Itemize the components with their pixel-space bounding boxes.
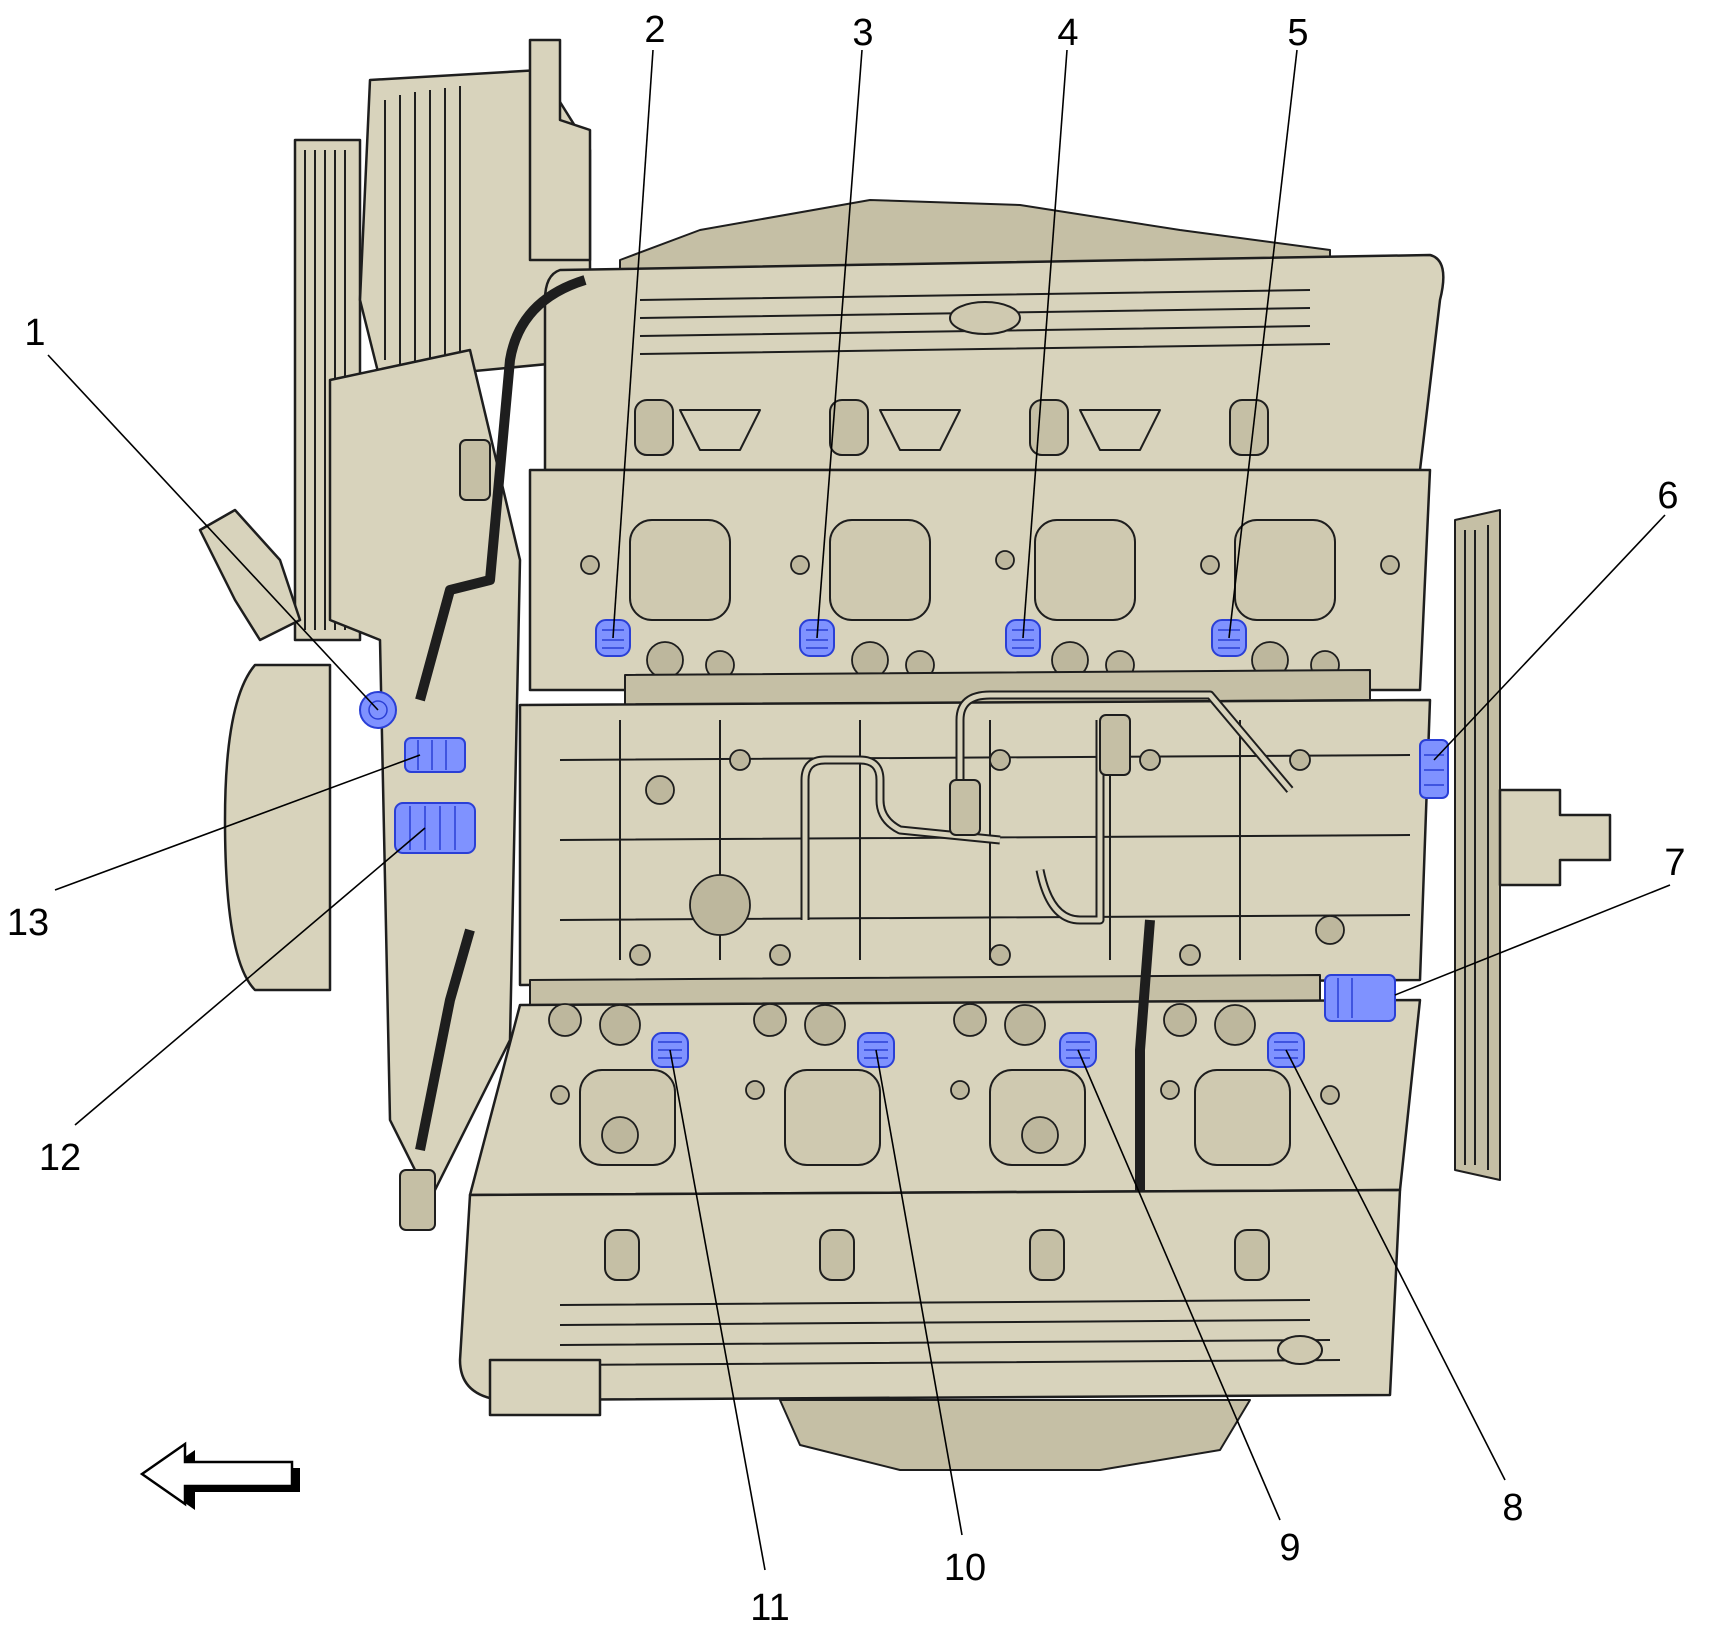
upper-cylinder-head [528, 468, 1432, 692]
component-12 [394, 802, 476, 854]
component-13 [404, 737, 466, 773]
component-7 [1324, 974, 1396, 1022]
callout-5: 5 [1287, 12, 1308, 54]
callout-12: 12 [39, 1137, 81, 1179]
callout-4: 4 [1057, 12, 1078, 54]
leader-10 [875, 1049, 963, 1536]
lower-cover-ribs [559, 1299, 1341, 1366]
callout-6: 6 [1657, 475, 1678, 517]
valley-harness-inner [957, 692, 1292, 792]
leader-11 [669, 1049, 766, 1571]
callout-7: 7 [1664, 842, 1685, 884]
valley-harness-2-inner [1037, 720, 1103, 923]
callout-2: 2 [644, 9, 665, 51]
oil-fill-cap [949, 301, 1021, 335]
upper-valve-cover [543, 253, 1445, 472]
leader-lines [47, 49, 1671, 1571]
front-harness [415, 275, 587, 702]
lower-cover-bosses [604, 1229, 1323, 1365]
lower-plug-bosses [548, 1003, 1340, 1105]
callout-1: 1 [24, 312, 45, 354]
lower-exhaust-ports [579, 1069, 1291, 1166]
component-6 [1419, 739, 1449, 799]
leader-13 [54, 754, 421, 891]
leader-7 [1394, 884, 1671, 996]
callout-3: 3 [852, 12, 873, 54]
oil-pan [779, 1399, 1251, 1471]
engine-illustration [198, 38, 1612, 1471]
alternator-fins [384, 86, 461, 372]
valley-connector-2 [1099, 714, 1131, 776]
upper-exhaust-ports [629, 519, 1336, 621]
lower-valve-cover [458, 1188, 1402, 1402]
callout-9: 9 [1279, 1527, 1300, 1569]
harmonic-balancer [223, 663, 332, 992]
valley-ribs [559, 720, 1411, 966]
callout-10: 10 [944, 1547, 986, 1589]
harness-connector-upper [459, 439, 491, 501]
leader-5 [1228, 49, 1298, 639]
harness-connector [399, 1169, 436, 1231]
timing-cover [328, 348, 522, 1202]
leader-8 [1285, 1049, 1506, 1481]
callout-11: 11 [750, 1587, 789, 1629]
lower-bracket [488, 1358, 602, 1417]
engine-valley [518, 698, 1432, 987]
upper-cover-bosses [634, 399, 1269, 456]
leader-12 [74, 827, 426, 1126]
pulley-grooves [304, 150, 346, 630]
leader-9 [1077, 1049, 1281, 1521]
valley-tube-inner [802, 757, 1001, 920]
callout-labels: 1 2 3 4 5 6 7 8 9 10 11 12 13 [7, 9, 1686, 1629]
flywheel-teeth [1464, 525, 1489, 1170]
lower-harness [1135, 919, 1155, 1250]
front-bracket [528, 38, 592, 262]
rear-coupling [1498, 788, 1612, 887]
leader-4 [1022, 49, 1068, 639]
leader-1 [47, 354, 379, 711]
left-arrow-icon [139, 1441, 300, 1510]
front-harness-lower [415, 928, 475, 1151]
leader-3 [816, 49, 863, 639]
callout-8: 8 [1502, 1487, 1523, 1529]
valley-connector [949, 779, 981, 836]
coolant-outlet [198, 508, 302, 642]
callout-13: 13 [7, 902, 49, 944]
flywheel [1454, 509, 1501, 1181]
leader-6 [1433, 514, 1666, 761]
leader-2 [612, 49, 654, 639]
